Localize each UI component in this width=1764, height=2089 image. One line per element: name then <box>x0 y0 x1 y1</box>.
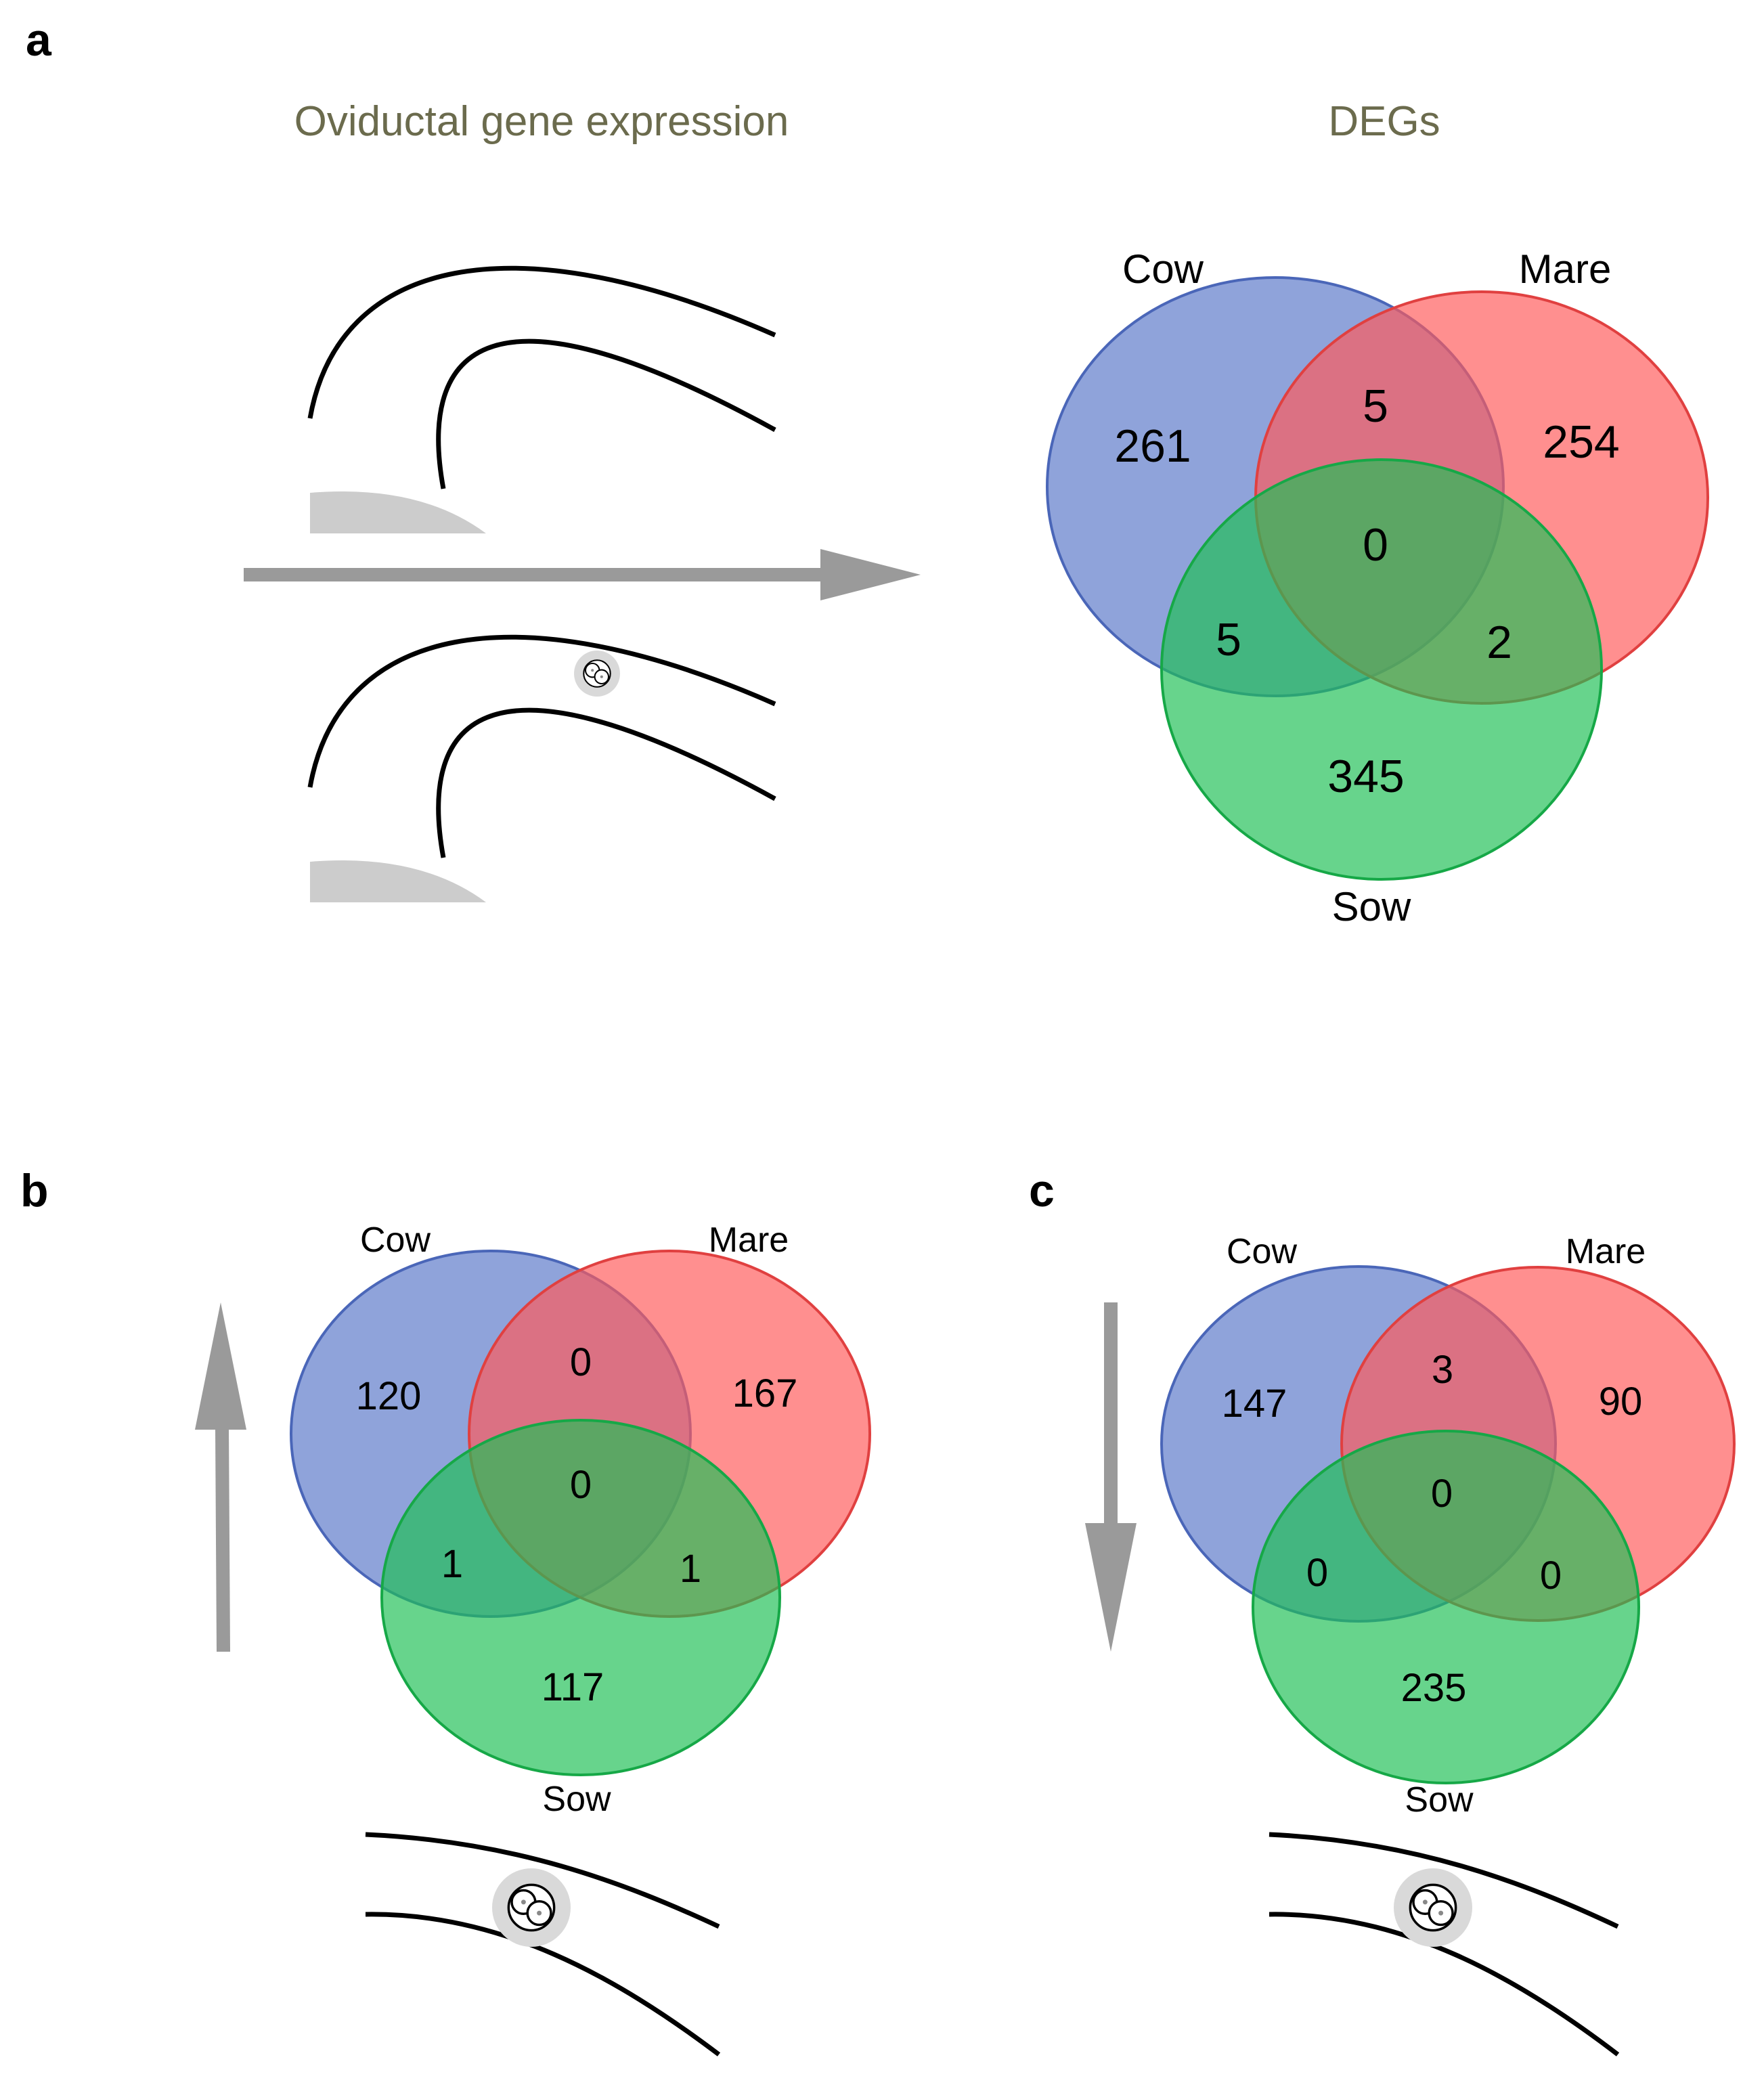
venn-c-sow-circle <box>1252 1430 1640 1784</box>
venn-a-cow-mare-count: 5 <box>1363 380 1388 432</box>
venn-b-mare-label: Mare <box>709 1221 789 1260</box>
oviduct-schematic-upper <box>307 265 776 533</box>
venn-a-cow-label: Cow <box>1122 246 1204 292</box>
venn-b-sow-only-count: 117 <box>542 1665 604 1709</box>
venn-c-all-count: 0 <box>1431 1472 1453 1516</box>
embryo-icon <box>574 651 620 697</box>
downregulated-arrow-shaft <box>1104 1302 1118 1530</box>
panel-a-left-heading: Oviductal gene expression <box>294 98 789 145</box>
oviduct-segment-b <box>365 1832 721 2057</box>
venn-a-mare-sow-count: 2 <box>1486 617 1512 668</box>
embryo-icon-c <box>1394 1868 1472 1947</box>
duct-inner-wall-upper <box>436 338 776 489</box>
venn-b-cow-label: Cow <box>360 1221 431 1260</box>
venn-b-all-count: 0 <box>570 1463 592 1507</box>
venn-b-cow-sow-count: 1 <box>441 1542 463 1586</box>
venn-c-cow-label: Cow <box>1227 1232 1297 1271</box>
comparison-arrow <box>244 549 921 600</box>
venn-a-cow-sow-count: 5 <box>1216 614 1241 665</box>
venn-a-all-count: 0 <box>1363 519 1388 571</box>
downregulated-arrow-head <box>1085 1523 1137 1652</box>
duct-inner-wall-lower <box>436 707 776 858</box>
duct-upper-wall-c <box>1269 1832 1619 1929</box>
embryo-icon-b <box>492 1868 571 1947</box>
panel-b-letter: b <box>20 1165 49 1216</box>
tissue-mound-upper <box>310 491 486 533</box>
venn-b-mare-sow-count: 1 <box>680 1547 701 1591</box>
panel-c-letter: c <box>1029 1165 1055 1216</box>
venn-diagram-b: Cow Mare Sow 120 167 117 0 1 1 0 <box>290 1221 871 1819</box>
venn-c-sow-only-count: 235 <box>1401 1666 1467 1710</box>
venn-c-cow-sow-count: 0 <box>1306 1551 1328 1595</box>
oviduct-segment-c <box>1269 1832 1620 2057</box>
venn-diagram-c: Cow Mare Sow 147 90 235 3 0 0 0 <box>1160 1232 1736 1820</box>
oviduct-schematic-lower <box>307 634 776 902</box>
venn-c-cow-only-count: 147 <box>1222 1382 1287 1426</box>
duct-lower-wall-c <box>1269 1912 1620 2057</box>
venn-c-sow-label: Sow <box>1405 1780 1474 1820</box>
venn-a-cow-only-count: 261 <box>1114 420 1191 472</box>
duct-outer-wall-lower <box>307 634 776 788</box>
venn-a-sow-circle <box>1160 458 1603 881</box>
tissue-mound-lower <box>310 860 486 902</box>
upregulated-arrow-shaft <box>215 1427 230 1652</box>
venn-c-mare-sow-count: 0 <box>1540 1554 1562 1598</box>
upregulated-arrow <box>195 1302 246 1652</box>
venn-b-sow-label: Sow <box>542 1780 611 1819</box>
venn-c-mare-label: Mare <box>1566 1232 1646 1271</box>
venn-a-mare-only-count: 254 <box>1543 416 1619 468</box>
venn-b-cow-mare-count: 0 <box>570 1340 592 1384</box>
upregulated-arrow-head <box>195 1302 246 1430</box>
venn-b-mare-only-count: 167 <box>732 1371 798 1415</box>
venn-a-sow-label: Sow <box>1332 884 1411 929</box>
duct-upper-wall-b <box>365 1832 720 1929</box>
venn-a-mare-label: Mare <box>1519 246 1612 292</box>
duct-lower-wall-b <box>365 1912 721 2057</box>
panel-a-right-heading: DEGs <box>1328 98 1440 145</box>
comparison-arrow-shaft <box>244 568 826 581</box>
duct-outer-wall-upper <box>307 265 776 419</box>
panel-a-letter: a <box>26 14 52 66</box>
downregulated-arrow <box>1085 1302 1137 1652</box>
venn-diagram-a: Cow Mare Sow 261 254 345 5 5 2 0 <box>1046 246 1709 929</box>
venn-a-sow-only-count: 345 <box>1327 751 1404 802</box>
venn-b-sow-circle <box>380 1419 781 1776</box>
venn-b-cow-only-count: 120 <box>356 1374 422 1418</box>
comparison-arrow-head <box>820 549 921 600</box>
venn-c-cow-mare-count: 3 <box>1432 1348 1453 1392</box>
venn-c-mare-only-count: 90 <box>1599 1380 1643 1424</box>
